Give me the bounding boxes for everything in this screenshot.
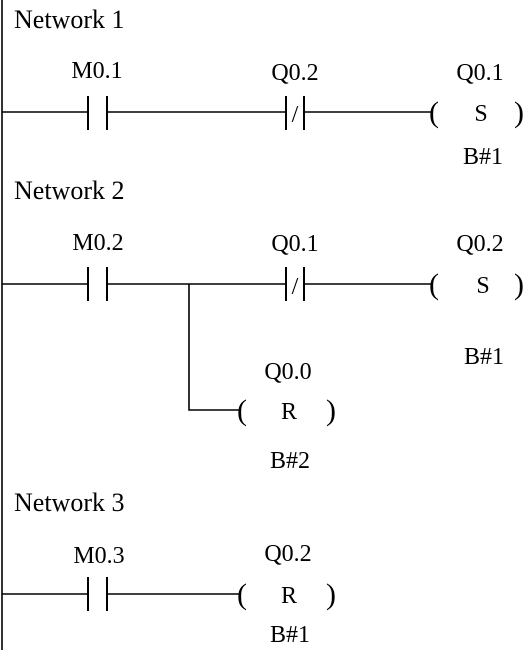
network-2-coil-2-instruction: R: [281, 399, 297, 425]
network-1-contact-nc: [285, 96, 305, 130]
network-1: Network 1 M0.1 / Q0.2 ( S ) Q0.1 B#1: [2, 5, 524, 170]
network-3-coil-instruction: R: [281, 583, 297, 609]
network-2-coil-open-paren: (: [429, 268, 439, 301]
network-3-coil-address: Q0.2: [264, 541, 311, 567]
network-1-coil-set: ( S ): [429, 96, 524, 129]
network-2-branch-wire: [188, 284, 240, 411]
network-1-coil-open-paren: (: [429, 96, 439, 129]
network-2-coil-2-count: B#2: [270, 448, 310, 474]
network-2-contact-nc-slash: /: [292, 274, 299, 300]
network-1-coil-close-paren: ): [514, 96, 524, 129]
network-2-contact-2-label: Q0.1: [271, 231, 318, 257]
network-2-coil-close-paren: ): [514, 268, 524, 301]
network-1-contact-2-label: Q0.2: [271, 60, 318, 86]
network-2-coil-2-open-paren: (: [237, 394, 247, 427]
network-2-contact-no: [87, 267, 108, 301]
network-2-coil-instruction: S: [476, 273, 489, 299]
network-1-contact-1-label: M0.1: [71, 58, 122, 84]
network-3-contact-1-label: M0.3: [73, 543, 124, 569]
network-1-coil-count: B#1: [463, 144, 503, 170]
network-3: Network 3 M0.3 ( R ) Q0.2 B#1: [2, 488, 336, 648]
network-2-contact-1-label: M0.2: [72, 230, 123, 256]
network-2-coil-address: Q0.2: [456, 231, 503, 257]
network-2-coil-reset: ( R ): [237, 394, 336, 427]
network-3-contact-no: [87, 577, 108, 611]
network-3-coil-reset: ( R ): [237, 578, 336, 611]
network-2-title: Network 2: [14, 176, 124, 205]
network-2-coil-2-address: Q0.0: [264, 359, 311, 385]
network-1-coil-address: Q0.1: [456, 60, 503, 86]
network-2: Network 2 M0.2 / Q0.1 ( S ) Q0.2 B#1 ( R…: [2, 176, 524, 474]
network-2-coil-count: B#1: [464, 344, 504, 370]
network-1-title: Network 1: [14, 5, 124, 34]
network-1-contact-no: [87, 96, 108, 130]
network-3-coil-close-paren: ): [326, 578, 336, 611]
network-3-title: Network 3: [14, 488, 124, 517]
network-3-coil-count: B#1: [270, 622, 310, 648]
network-1-coil-instruction: S: [474, 101, 487, 127]
network-2-coil-set: ( S ): [429, 268, 524, 301]
network-2-coil-2-close-paren: ): [326, 394, 336, 427]
network-3-coil-open-paren: (: [237, 578, 247, 611]
network-1-contact-nc-slash: /: [292, 102, 299, 128]
